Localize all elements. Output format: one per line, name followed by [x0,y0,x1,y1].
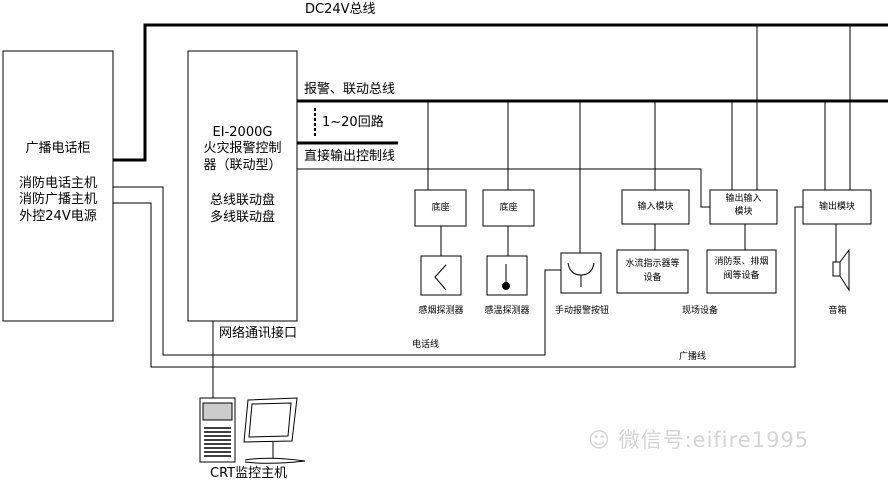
dc24v-bus-label: DC24V总线 [305,2,376,17]
dc24v-bus [113,23,888,162]
base1-label: 底座 [431,203,450,213]
base2-label: 底座 [499,203,518,213]
phone-line-label: 电话线 [412,340,440,350]
computer-tower-icon [199,397,236,463]
manual-button-icon [567,262,595,287]
cabinet-line2: 消防广播主机 [18,192,97,207]
input-module-box [621,189,690,225]
manual-button-box [560,252,602,294]
wechat-icon: ☺ [588,428,619,452]
left-cabinet-box [2,50,114,322]
field-devices-label: 现场设备 [681,306,718,316]
waterflow-label2: 设备 [643,273,662,283]
controller-name2: 器（联动型） [203,158,282,173]
loops-label: 1~20回路 [322,115,384,130]
broadcast-line-label: 广播线 [679,352,707,362]
speaker-label: 音箱 [828,306,847,316]
smoke-detector-box [420,255,462,296]
pump-box [706,249,777,294]
io-module-box [709,189,778,225]
cabinet-line1: 消防电话主机 [18,176,97,191]
heat-label: 感温探测器 [484,306,530,316]
direct-output-line [297,168,710,208]
output-module-box [802,189,872,225]
controller-panel2: 多线联动盘 [209,210,275,225]
direct-output-label: 直接输出控制线 [304,149,396,164]
broadcast-line [113,202,803,368]
heat-icon-bulb [502,282,510,290]
smoke-icon [434,264,447,291]
pump-label1: 消防泵、排烟 [714,257,769,267]
smoke-drop [427,101,442,256]
network-label: 网络通讯接口 [219,326,298,341]
controller-model: EI-2000G [212,125,273,140]
base1-box [414,189,467,227]
io-module-label1: 输出输入 [725,194,762,204]
phone-line [113,186,561,356]
base2-box [482,189,535,227]
crt-label: CRT监控主机 [210,466,288,481]
watermark-text: 微信号:eifire1995 [618,428,810,452]
cabinet-line3: 外控24V电源 [19,209,97,224]
controller-name1: 火灾报警控制 [203,141,282,156]
input-module-label: 输入模块 [637,202,674,212]
alarm-bus-label: 报警、联动总线 [304,82,396,97]
io-drop [731,101,746,250]
output-module-label: 输出模块 [818,202,855,212]
watermark: ☺ 微信号:eifire1995 [588,428,809,452]
cabinet-title: 广播电话柜 [25,141,91,156]
heat-detector-box [486,255,528,296]
speaker-icon [832,248,850,292]
smoke-label: 感烟探测器 [418,306,464,316]
waterflow-label1: 水流指示器等 [625,259,680,269]
manual-label: 手动报警按钮 [554,306,609,316]
waterflow-box [616,249,689,294]
monitor-icon [243,397,306,464]
pump-label2: 阀等设备 [723,271,760,281]
io-module-label2: 模块 [734,207,753,217]
controller-panel1: 总线联动盘 [209,193,275,208]
controller-box [187,50,298,322]
